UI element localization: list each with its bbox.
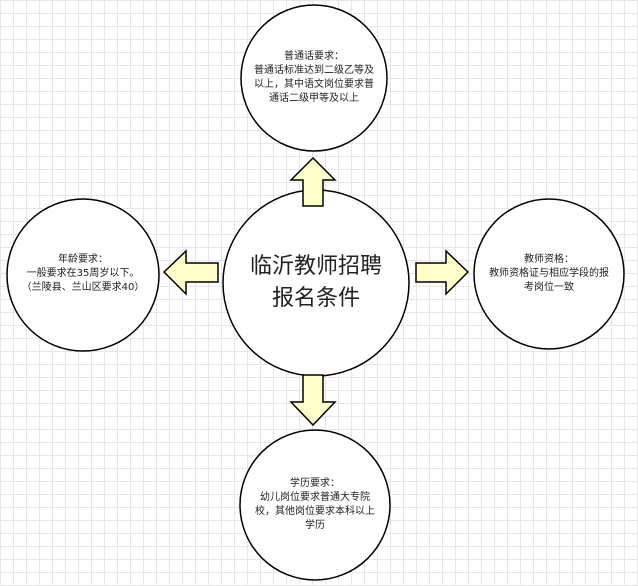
- arrow-down: [289, 374, 337, 427]
- top-node-shape: [240, 4, 388, 152]
- left-node-line: 一般要求在35周岁以下。: [26, 268, 140, 279]
- top-node-line: 普通话要求：: [284, 51, 344, 62]
- left-node-line: （兰陵县、兰山区要求40）: [21, 282, 145, 293]
- top-node-line: 以上，其中语文岗位要求普: [254, 79, 374, 90]
- arrow-right: [415, 249, 470, 296]
- bottom-node-line: 学历要求：: [290, 478, 340, 489]
- left-node-line: 年龄要求：: [58, 254, 108, 265]
- bottom-node-line: 校，其他岗位要求本科以上: [255, 506, 375, 517]
- center-node-line: 临沂教师招聘: [249, 254, 382, 279]
- right-node-shape: [473, 198, 625, 350]
- center-node-line: 报名条件: [271, 286, 360, 311]
- bottom-node-shape: [239, 429, 391, 581]
- arrow-up: [289, 156, 337, 207]
- center-node: 临沂教师招聘 报名条件: [232, 236, 400, 330]
- top-node-line: 通话二级甲等及以上: [269, 93, 359, 104]
- arrow-left: [162, 249, 219, 296]
- bottom-node: 学历要求： 幼儿岗位要求普通大专院 校，其他岗位要求本科以上 学历: [245, 467, 385, 543]
- right-node: 教师资格： 教师资格证与相应学段的报 考岗位一致: [479, 244, 619, 304]
- right-node-line: 教师资格：: [524, 254, 574, 265]
- top-node-line: 普通话标准达到二级乙等及: [254, 65, 374, 76]
- right-node-line: 考岗位一致: [524, 282, 574, 293]
- bottom-node-line: 学历: [305, 520, 325, 531]
- left-node-shape: [6, 198, 160, 352]
- right-node-line: 教师资格证与相应学段的报: [489, 268, 609, 279]
- left-node: 年龄要求： 一般要求在35周岁以下。 （兰陵县、兰山区要求40）: [13, 244, 153, 304]
- bottom-node-line: 幼儿岗位要求普通大专院: [260, 492, 370, 503]
- top-node: 普通话要求： 普通话标准达到二级乙等及 以上，其中语文岗位要求普 通话二级甲等及…: [244, 40, 384, 116]
